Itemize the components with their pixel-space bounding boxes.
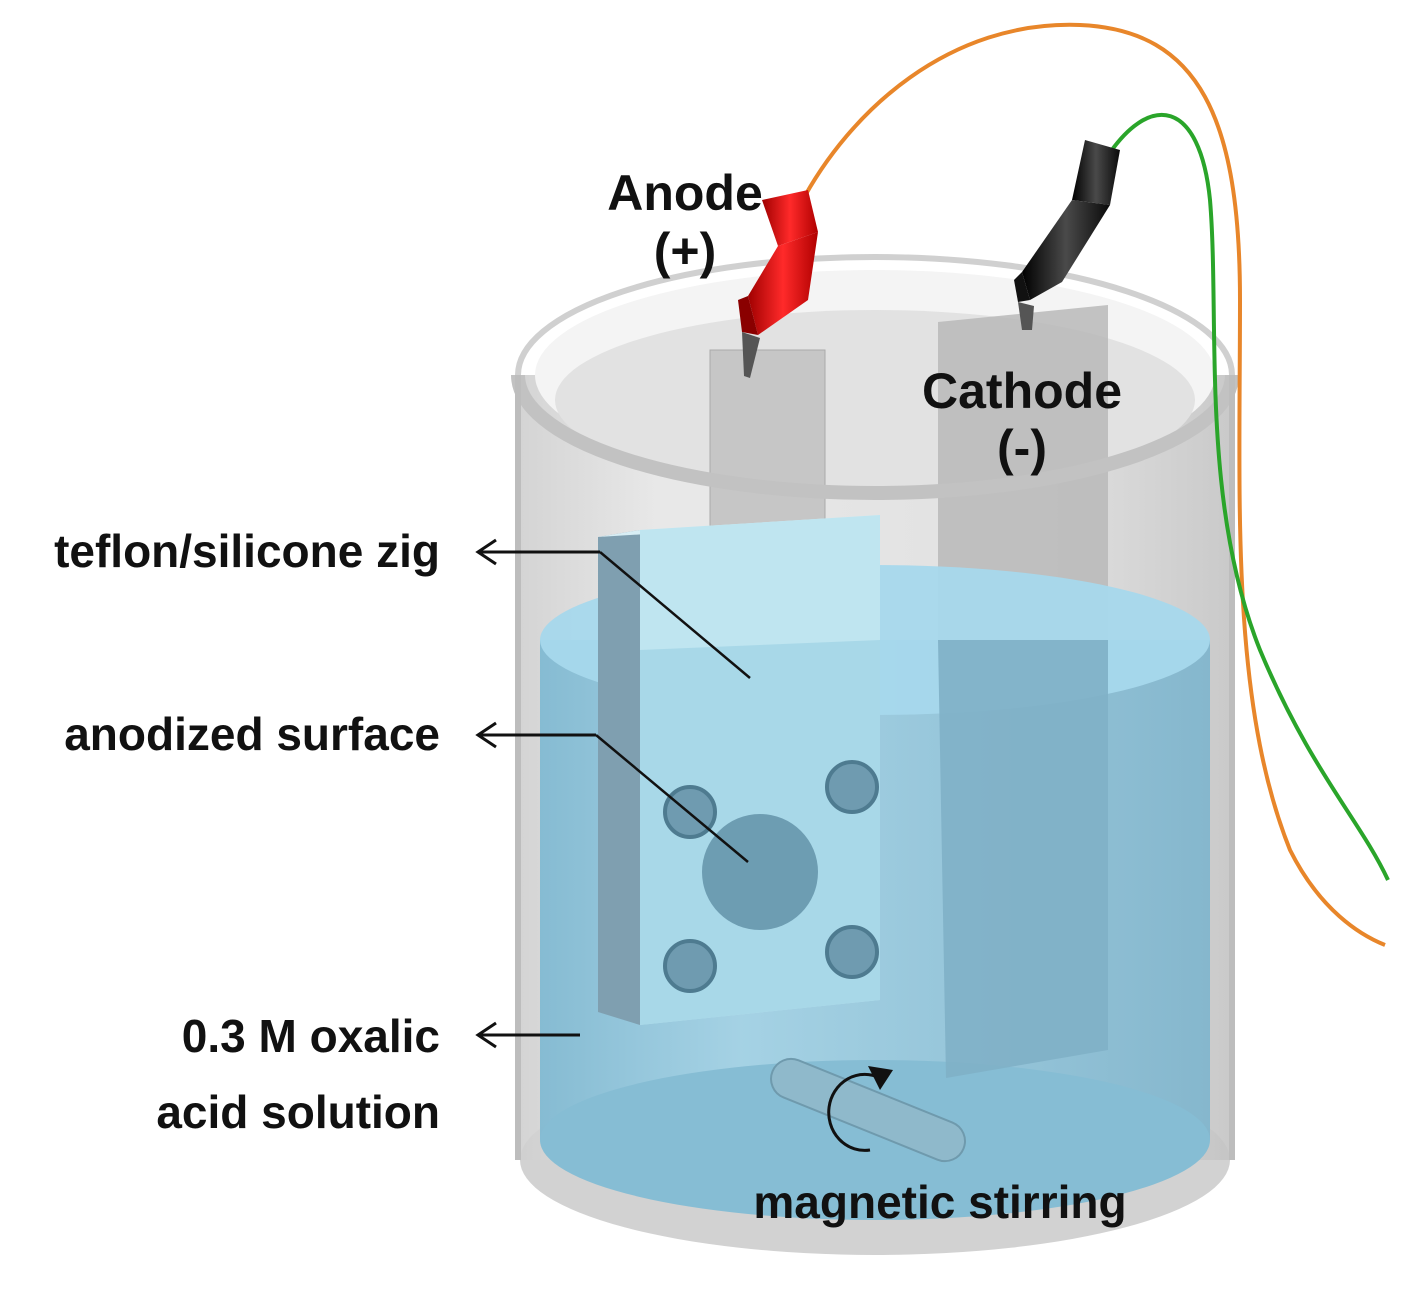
cathode-sign: (-) [997,420,1047,476]
anode-sign: (+) [654,223,717,279]
cathode-plate-upper [938,305,1108,640]
anode-wire [798,22,1386,947]
screw-top-right [825,760,879,814]
solution-label-line1: 0.3 M oxalic [182,1010,440,1062]
surface-label: anodized surface [64,708,440,760]
alligator-clip-icon [738,190,818,378]
zig-label: teflon/silicone zig [54,525,440,577]
arrow-left-icon [475,1021,580,1049]
beaker-rim [511,254,1239,1160]
solution-bottom [540,1060,1210,1220]
cathode-plate-lower [938,640,1108,1078]
anode-label: Anode [607,165,763,221]
label-arrows [475,538,600,1049]
rotate-arrow-icon [827,1066,893,1152]
leader-lines [595,551,751,863]
solution-label-line2: acid solution [156,1086,440,1138]
screw-bottom-left [663,939,717,993]
arrow-left-icon [475,721,596,749]
cathode-label: Cathode [922,363,1122,419]
anodized-surface-disc [702,814,818,930]
stirring-label: magnetic stirring [753,1176,1126,1228]
screw-bottom-right [825,925,879,979]
alligator-clip-icon [1014,140,1120,330]
cathode-wire [1103,112,1390,881]
anode-strip [709,349,826,541]
zig-leader-line [599,551,751,679]
stir-bar [770,1057,966,1163]
zig-side [598,530,640,1025]
teflon-zig [598,515,880,1025]
surface-leader-line [595,734,749,863]
arrow-left-icon [475,538,600,566]
